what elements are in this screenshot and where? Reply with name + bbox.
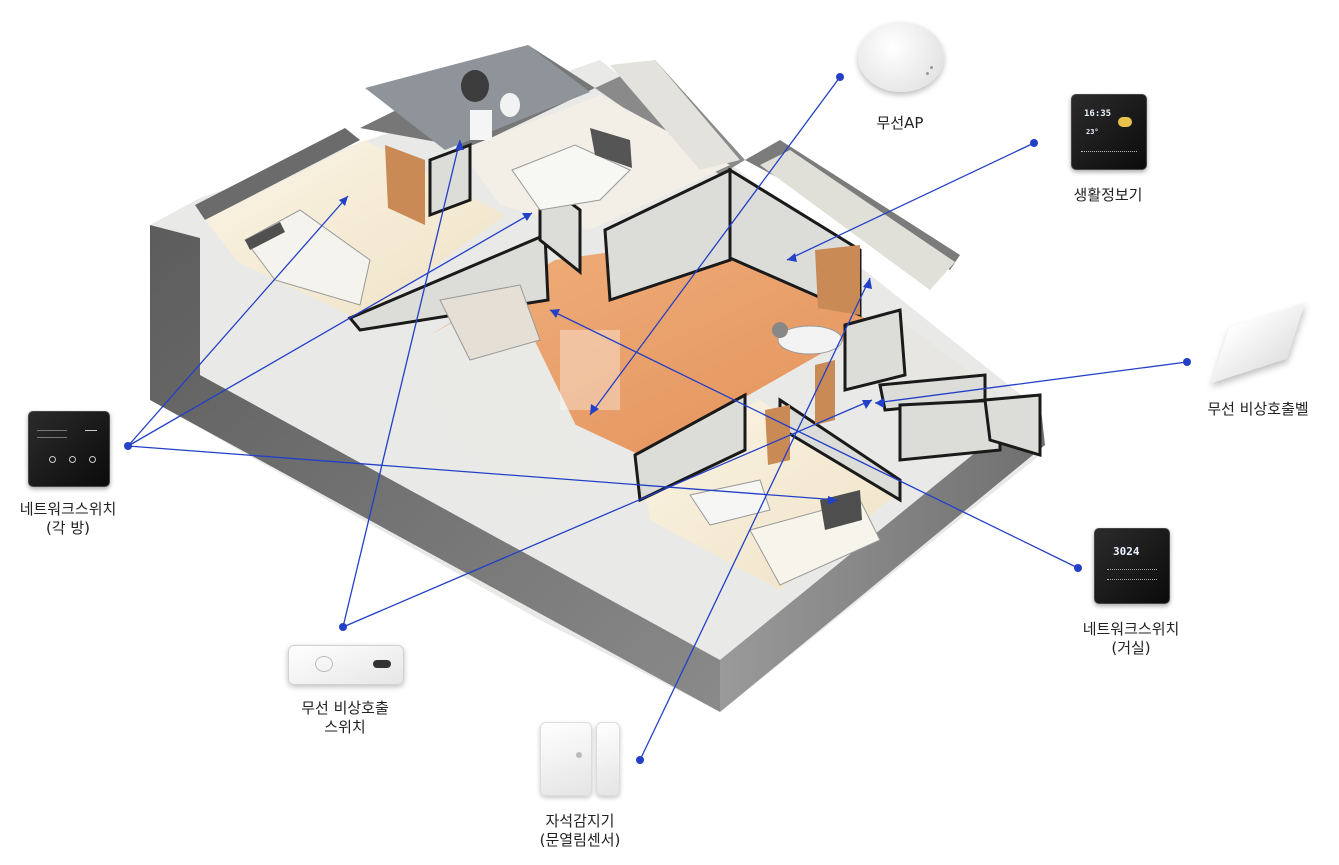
network-switch-living-device: 3024 (1094, 528, 1170, 604)
living-switch-display: 3024 (1113, 545, 1140, 558)
wireless-ap-label: 무선AP (876, 114, 924, 132)
emergency-call-switch-device (288, 645, 404, 685)
call-switch-button (373, 660, 391, 668)
display-temp: 23° (1086, 128, 1099, 136)
door-sensor-label: 자석감지기 (문열림센서) (539, 812, 621, 849)
network-switch-living-label: 네트워크스위치 (거실) (1082, 620, 1180, 657)
arrow-heads (339, 140, 884, 505)
emergency-bell-label: 무선 비상호출벨 (1207, 400, 1309, 418)
wireless-ap-device (858, 22, 944, 92)
emergency-call-switch-label: 무선 비상호출 스위치 (301, 699, 389, 736)
info-display-label: 생활정보기 (1073, 186, 1143, 204)
doors (385, 145, 860, 465)
weather-icon (1118, 117, 1132, 127)
display-icon-row (1081, 151, 1137, 156)
network-switch-device (28, 411, 110, 487)
endpoint-dots (124, 73, 1191, 764)
call-switch-logo (315, 656, 333, 672)
network-switch-rooms-label: 네트워크스위치 (각 방) (19, 500, 117, 537)
emergency-bell-device (1210, 302, 1308, 384)
info-display-device: 16:35 23° (1071, 94, 1147, 170)
display-time: 16:35 (1084, 109, 1112, 119)
connection-lines (127, 76, 1188, 761)
switch-top-text (37, 430, 67, 438)
magnetic-door-sensor-device (540, 722, 620, 796)
